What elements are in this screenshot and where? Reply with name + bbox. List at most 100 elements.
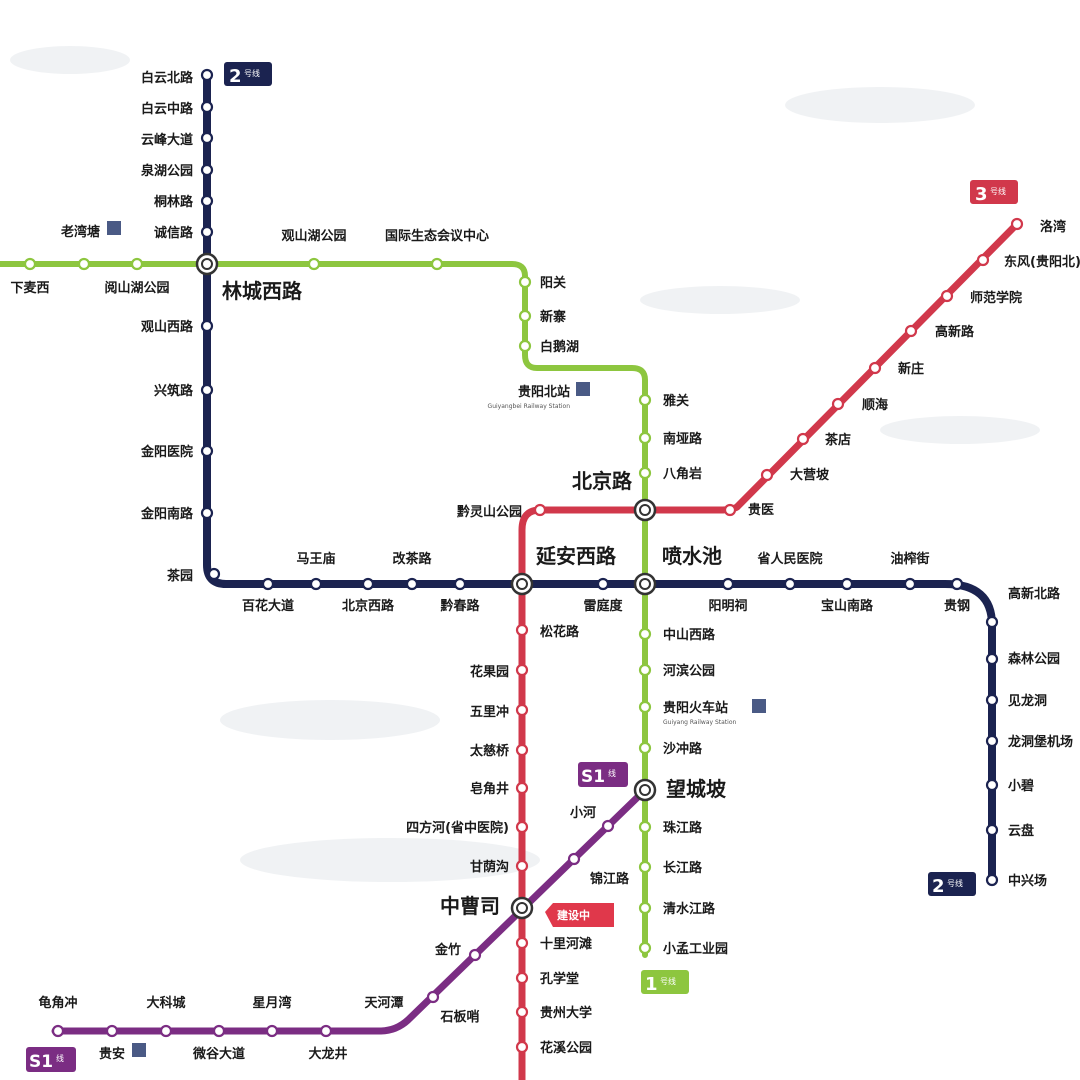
svg-text:线: 线 bbox=[56, 1053, 64, 1063]
station-dot[interactable] bbox=[515, 743, 529, 757]
transfer-penshuichi[interactable] bbox=[633, 572, 657, 596]
station-dot[interactable] bbox=[159, 1024, 173, 1038]
station-dot[interactable] bbox=[985, 734, 999, 748]
transfer-wangchengpo[interactable] bbox=[633, 778, 657, 802]
station-dot[interactable] bbox=[721, 577, 735, 591]
station-label: 星月湾 bbox=[252, 995, 291, 1011]
station-dot[interactable] bbox=[1010, 217, 1024, 231]
station-dot[interactable] bbox=[265, 1024, 279, 1038]
station-dot[interactable] bbox=[200, 131, 214, 145]
svg-text:号线: 号线 bbox=[660, 976, 676, 986]
station-dot[interactable] bbox=[515, 971, 529, 985]
station-dot[interactable] bbox=[533, 503, 547, 517]
station-dot[interactable] bbox=[515, 663, 529, 677]
station-dot[interactable] bbox=[638, 431, 652, 445]
station-dot[interactable] bbox=[200, 383, 214, 397]
station-dot[interactable] bbox=[105, 1024, 119, 1038]
station-dot[interactable] bbox=[567, 852, 581, 866]
station-dot[interactable] bbox=[200, 68, 214, 82]
station-label: 贵州大学 bbox=[540, 1005, 592, 1021]
station-dot[interactable] bbox=[638, 663, 652, 677]
station-dot[interactable] bbox=[596, 577, 610, 591]
station-label: 云盘 bbox=[1008, 823, 1034, 839]
station-label: 雷庭度 bbox=[583, 598, 623, 614]
station-dot[interactable] bbox=[831, 397, 845, 411]
station-dot[interactable] bbox=[985, 615, 999, 629]
station-dot[interactable] bbox=[868, 361, 882, 375]
station-dot[interactable] bbox=[638, 820, 652, 834]
station-dot[interactable] bbox=[985, 778, 999, 792]
station-dot[interactable] bbox=[638, 941, 652, 955]
station-dot[interactable] bbox=[405, 577, 419, 591]
transfer-linchengxilu[interactable] bbox=[195, 252, 219, 276]
station-dot[interactable] bbox=[468, 948, 482, 962]
station-dot[interactable] bbox=[207, 567, 221, 581]
station-dot[interactable] bbox=[200, 444, 214, 458]
station-dot[interactable] bbox=[638, 860, 652, 874]
station-label: 大营坡 bbox=[790, 467, 830, 483]
station-dot[interactable] bbox=[200, 163, 214, 177]
transfer-yananxilu[interactable] bbox=[510, 572, 534, 596]
station-dot[interactable] bbox=[212, 1024, 226, 1038]
station-dot[interactable] bbox=[430, 257, 444, 271]
station-dot[interactable] bbox=[515, 1005, 529, 1019]
station-dot[interactable] bbox=[515, 859, 529, 873]
station-dot[interactable] bbox=[200, 319, 214, 333]
station-dot[interactable] bbox=[518, 275, 532, 289]
transfer-zhongcaosi[interactable] bbox=[510, 896, 534, 920]
station-dot[interactable] bbox=[309, 577, 323, 591]
station-dot[interactable] bbox=[840, 577, 854, 591]
station-dot[interactable] bbox=[200, 225, 214, 239]
station-dot[interactable] bbox=[453, 577, 467, 591]
station-dot[interactable] bbox=[518, 309, 532, 323]
transfer-beijinglu[interactable] bbox=[633, 498, 657, 522]
station-label: 省人民医院 bbox=[756, 551, 822, 567]
station-label: 延安西路 bbox=[535, 544, 617, 568]
station-dot[interactable] bbox=[760, 468, 774, 482]
station-dot[interactable] bbox=[200, 194, 214, 208]
station-dot[interactable] bbox=[950, 577, 964, 591]
station-dot[interactable] bbox=[723, 503, 737, 517]
station-dot[interactable] bbox=[976, 253, 990, 267]
station-dot[interactable] bbox=[361, 577, 375, 591]
station-dot[interactable] bbox=[307, 257, 321, 271]
station-dot[interactable] bbox=[515, 703, 529, 717]
station-dot[interactable] bbox=[783, 577, 797, 591]
station-dot[interactable] bbox=[796, 432, 810, 446]
station-dot[interactable] bbox=[515, 781, 529, 795]
station-dot[interactable] bbox=[985, 823, 999, 837]
station-dot[interactable] bbox=[518, 339, 532, 353]
station-dot[interactable] bbox=[77, 257, 91, 271]
station-dot[interactable] bbox=[638, 393, 652, 407]
station-dot[interactable] bbox=[985, 652, 999, 666]
station-label: 皂角井 bbox=[470, 781, 509, 797]
station-dot[interactable] bbox=[200, 100, 214, 114]
station-dot[interactable] bbox=[601, 819, 615, 833]
station-dot[interactable] bbox=[130, 257, 144, 271]
station-label: 大科城 bbox=[146, 995, 185, 1011]
station-dot[interactable] bbox=[515, 623, 529, 637]
station-dot[interactable] bbox=[515, 936, 529, 950]
station-dot[interactable] bbox=[261, 577, 275, 591]
station-dot[interactable] bbox=[638, 901, 652, 915]
station-dot[interactable] bbox=[638, 627, 652, 641]
station-dot[interactable] bbox=[904, 324, 918, 338]
station-dot[interactable] bbox=[903, 577, 917, 591]
station-dot[interactable] bbox=[940, 289, 954, 303]
station-dot[interactable] bbox=[985, 873, 999, 887]
station-dot[interactable] bbox=[319, 1024, 333, 1038]
station-dot[interactable] bbox=[515, 820, 529, 834]
station-dot[interactable] bbox=[638, 466, 652, 480]
station-dot[interactable] bbox=[426, 990, 440, 1004]
station-dot[interactable] bbox=[985, 693, 999, 707]
line-s1-path bbox=[51, 786, 649, 1035]
station-dot[interactable] bbox=[515, 1040, 529, 1054]
station-dot[interactable] bbox=[638, 700, 652, 714]
station-label: 阅山湖公园 bbox=[104, 280, 169, 296]
station-dot[interactable] bbox=[23, 257, 37, 271]
station-dot[interactable] bbox=[638, 741, 652, 755]
station-dot[interactable] bbox=[200, 506, 214, 520]
station-label: 中曹司 bbox=[440, 894, 500, 918]
line-3-path bbox=[518, 220, 1021, 1080]
station-dot[interactable] bbox=[51, 1024, 65, 1038]
